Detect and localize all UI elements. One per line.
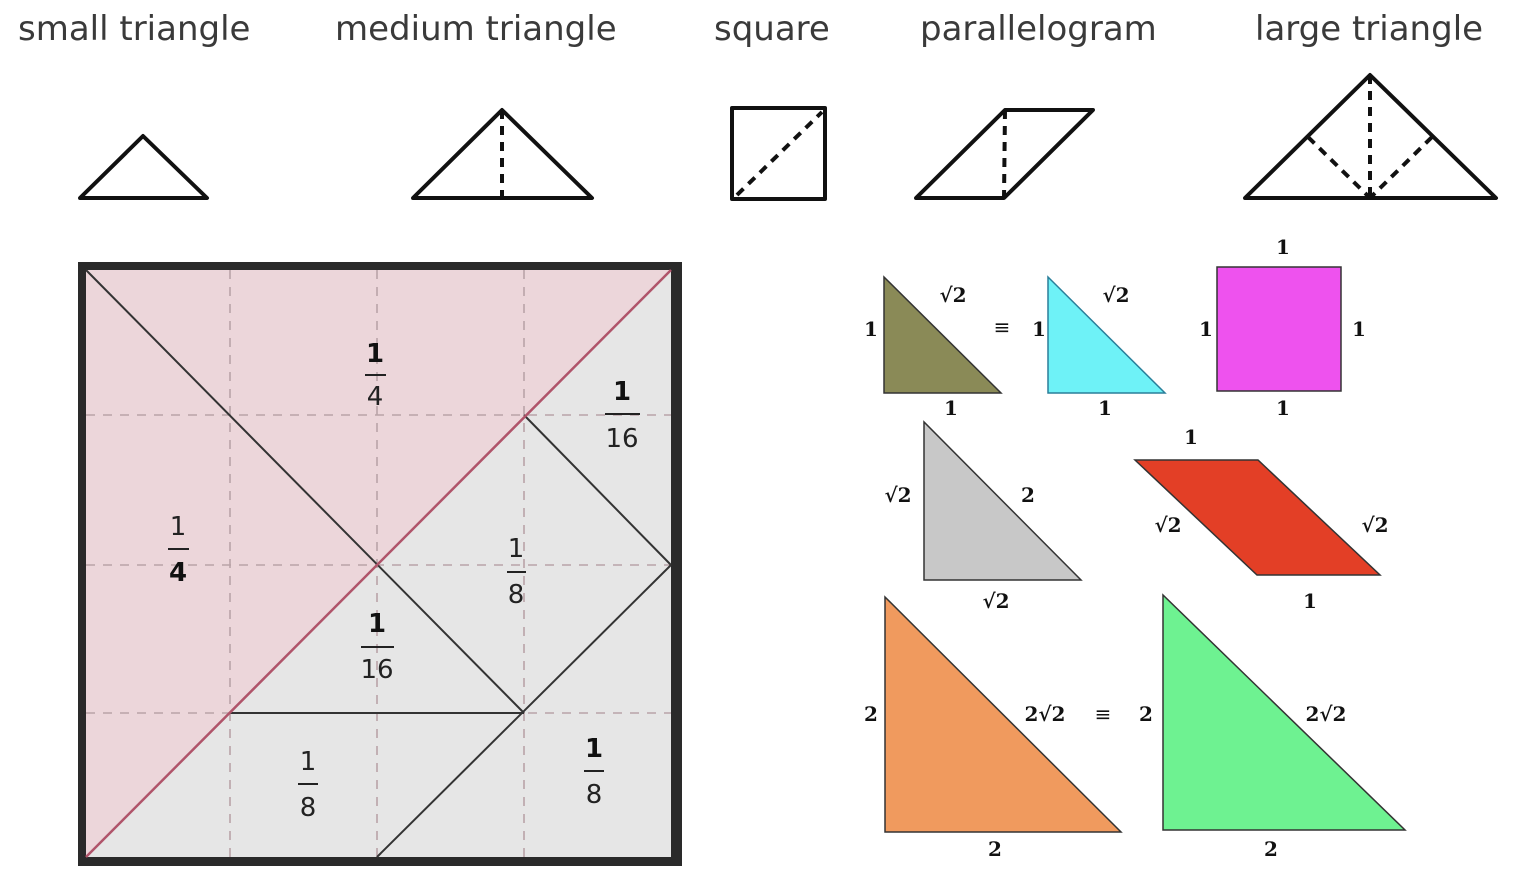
svg-text:1: 1 [585, 734, 603, 764]
svg-text:2: 2 [864, 702, 878, 726]
svg-text:8: 8 [586, 780, 603, 810]
svg-text:2: 2 [1264, 837, 1278, 861]
svg-text:√2: √2 [1361, 513, 1388, 537]
svg-text:8: 8 [300, 793, 317, 823]
svg-text:1: 1 [1352, 317, 1366, 341]
svg-text:16: 16 [605, 424, 638, 454]
square-outline [730, 106, 827, 201]
svg-text:2√2: 2√2 [1306, 702, 1347, 726]
fraction-bottom-right-eighth: 1 8 [584, 734, 604, 810]
svg-text:1: 1 [300, 747, 317, 777]
svg-text:1: 1 [366, 339, 384, 369]
equivalence-symbol-2: ≡ [1095, 702, 1112, 726]
small-triangle-olive: 1 1 √2 [864, 275, 1003, 420]
svg-text:√2: √2 [884, 483, 911, 507]
label-large-triangle: large triangle [1255, 9, 1483, 49]
svg-text:1: 1 [944, 396, 958, 420]
large-triangle-orange: 2 2 2√2 [864, 595, 1123, 861]
parallelogram-red: 1 √2 √2 1 [1133, 425, 1389, 613]
tangram-square: 1 4 1 4 1 16 1 8 1 16 1 8 [78, 262, 682, 866]
svg-text:√2: √2 [1102, 283, 1129, 307]
svg-text:1: 1 [368, 609, 386, 639]
svg-text:1: 1 [1032, 317, 1046, 341]
label-square: square [714, 9, 830, 49]
square-magenta: 1 1 1 1 [1199, 235, 1366, 420]
svg-text:2√2: 2√2 [1025, 702, 1066, 726]
svg-text:4: 4 [367, 382, 384, 412]
fraction-center-sixteenth: 1 16 [360, 609, 394, 685]
medium-triangle-grey: √2 √2 2 [884, 420, 1083, 613]
svg-text:1: 1 [1098, 396, 1112, 420]
svg-text:1: 1 [864, 317, 878, 341]
svg-text:8: 8 [508, 580, 525, 610]
fraction-bottom-left-eighth: 1 8 [298, 747, 318, 823]
svg-text:1: 1 [170, 512, 187, 542]
fraction-mid-eighth: 1 8 [507, 534, 526, 610]
svg-text:1: 1 [1199, 317, 1213, 341]
label-medium-triangle: medium triangle [335, 9, 617, 49]
small-triangle-outline [78, 134, 209, 200]
svg-text:2: 2 [1139, 702, 1153, 726]
fraction-top-quarter: 1 4 [365, 339, 386, 412]
svg-text:1: 1 [1276, 235, 1290, 259]
svg-text:1: 1 [1276, 396, 1290, 420]
large-triangle-outline [1243, 73, 1498, 200]
svg-text:4: 4 [169, 558, 187, 588]
equivalence-symbol: ≡ [994, 315, 1011, 339]
small-triangle-cyan: 1 1 √2 [1032, 275, 1167, 420]
parallelogram-outline [914, 108, 1095, 200]
svg-text:√2: √2 [1154, 513, 1181, 537]
label-small-triangle: small triangle [18, 9, 250, 49]
svg-text:1: 1 [613, 377, 631, 407]
label-parallelogram: parallelogram [920, 9, 1157, 49]
svg-text:√2: √2 [939, 283, 966, 307]
large-triangle-green: 2 2 2√2 [1139, 593, 1407, 861]
fraction-right-sixteenth: 1 16 [605, 377, 640, 454]
svg-text:1: 1 [1303, 589, 1317, 613]
svg-text:√2: √2 [982, 589, 1009, 613]
svg-text:1: 1 [1184, 425, 1198, 449]
fraction-left-quarter: 1 4 [168, 512, 189, 588]
svg-text:1: 1 [508, 534, 525, 564]
svg-text:16: 16 [360, 655, 393, 685]
main-diagonal [85, 269, 672, 858]
svg-text:2: 2 [988, 837, 1002, 861]
piece-edges [85, 269, 672, 858]
svg-text:2: 2 [1021, 483, 1035, 507]
medium-triangle-outline [411, 108, 594, 200]
